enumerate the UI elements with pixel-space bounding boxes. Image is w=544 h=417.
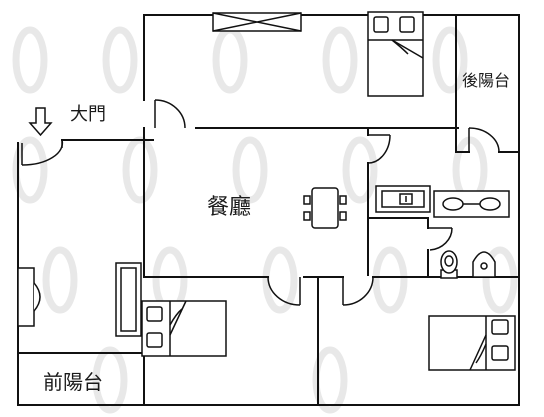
bed-icon bbox=[141, 300, 227, 357]
stove-icon bbox=[375, 185, 431, 213]
bed-icon bbox=[367, 11, 424, 97]
air-conditioner-left-icon bbox=[17, 267, 41, 327]
sofa-icon bbox=[115, 262, 142, 337]
label-rear-balcony: 後陽台 bbox=[462, 71, 510, 90]
label-dining: 餐廳 bbox=[207, 195, 251, 220]
sink-icon bbox=[433, 190, 510, 218]
door-swing-icon bbox=[21, 99, 500, 306]
dining-table-icon bbox=[303, 187, 347, 229]
bed-icon bbox=[428, 315, 516, 371]
air-conditioner-icon bbox=[212, 12, 302, 32]
basin-icon bbox=[472, 251, 496, 278]
label-entrance: 大門 bbox=[70, 104, 106, 125]
label-front-balcony: 前陽台 bbox=[43, 370, 103, 394]
watermark bbox=[12, 26, 518, 414]
down-arrow-icon bbox=[28, 107, 53, 137]
toilet-icon bbox=[440, 250, 458, 279]
